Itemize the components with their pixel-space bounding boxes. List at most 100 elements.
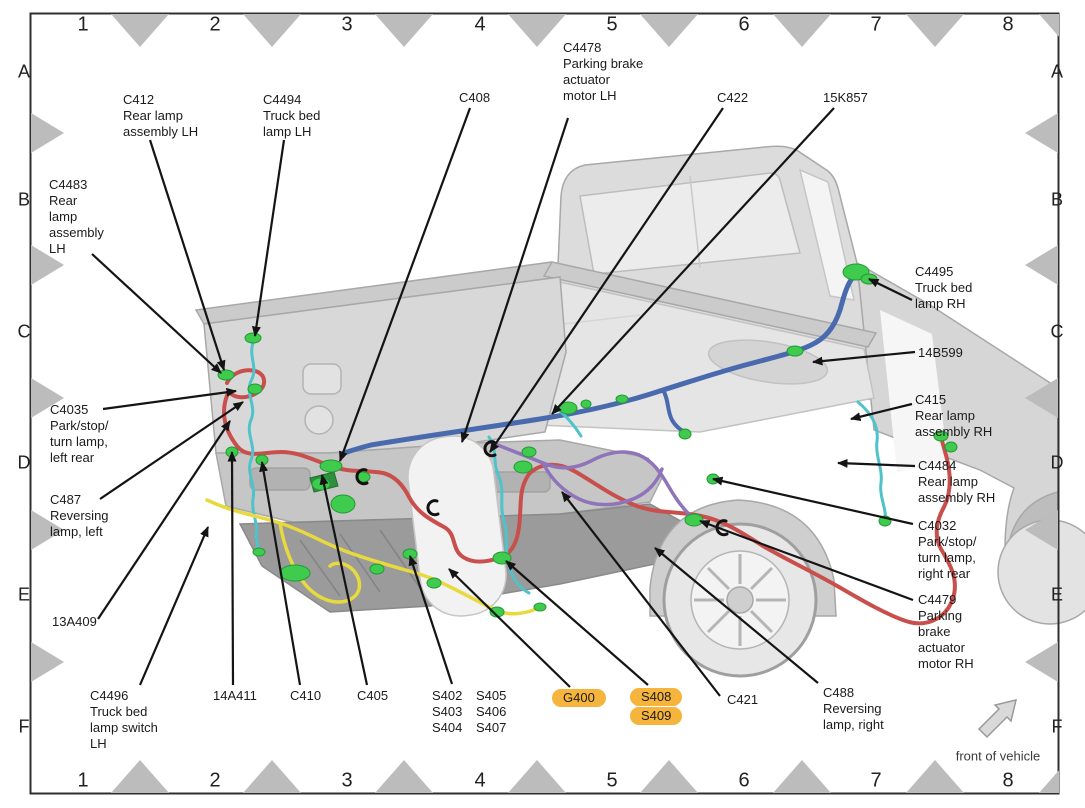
leader-arrow-C487 — [99, 401, 244, 500]
callout-C412-line-2: assembly LH — [123, 124, 199, 139]
callout-S408-409-line-1: S409 — [630, 707, 683, 725]
leader-arrow-13A409 — [97, 420, 231, 620]
grid-col-label-4-bottom: 4 — [474, 769, 486, 792]
grid-triangle — [1025, 113, 1058, 153]
grid-triangle — [640, 14, 698, 47]
callout-leader-lines — [91, 107, 916, 697]
callout-C412-line-1: Rear lamp — [123, 108, 183, 123]
green-connector — [513, 460, 533, 474]
grid-triangle — [243, 14, 301, 47]
callout-C4496-line-0: C4496 — [90, 688, 129, 703]
grid-triangle — [111, 14, 169, 47]
callout-13A409: 13A409 — [52, 614, 97, 630]
callout-C408: C408 — [459, 90, 490, 106]
grid-col-label-2-top: 2 — [209, 13, 221, 36]
grid-triangle — [243, 760, 301, 793]
grid-row-label-D-right: D — [1050, 452, 1064, 473]
callout-C4479-line-3: actuator — [918, 640, 965, 655]
callout-13A409-line-0: 13A409 — [52, 614, 97, 629]
callout-C487-line-1: Reversing — [50, 508, 109, 523]
grid-col-label-4-top: 4 — [474, 13, 486, 36]
green-connector — [217, 369, 235, 381]
green-connector — [252, 547, 266, 557]
callout-C4496-line-2: lamp switch — [90, 720, 158, 735]
green-connector — [944, 441, 958, 453]
callout-C415-line-0: C415 — [915, 392, 947, 407]
leader-arrow-C422 — [489, 107, 724, 453]
grid-triangle — [508, 760, 566, 793]
leader-arrow-C4495 — [868, 278, 913, 301]
grid-triangle — [508, 14, 566, 47]
grid-row-label-F-left: F — [18, 716, 30, 737]
grid-triangle — [1039, 14, 1059, 37]
green-connector — [369, 563, 385, 575]
callout-C410: C410 — [290, 688, 321, 704]
leader-arrow-C4483 — [91, 253, 222, 374]
callout-C410-line-0: C410 — [290, 688, 322, 703]
leader-arrow-C488 — [654, 547, 819, 684]
callout-C4496-line-3: LH — [90, 736, 107, 751]
green-connector — [247, 383, 263, 395]
callout-C4494-line-0: C4494 — [263, 92, 302, 107]
leader-arrow-C410 — [259, 461, 302, 686]
callout-C4483-line-4: LH — [49, 241, 66, 256]
grid-row-label-D-left: D — [17, 452, 31, 473]
leader-arrow-C405 — [319, 474, 369, 686]
leader-arrow-C4494 — [251, 139, 286, 337]
callout-15K857: 15K857 — [823, 90, 868, 106]
callout-C4478-line-1: Parking brake — [563, 56, 644, 71]
harness-clip — [426, 499, 440, 517]
front-of-vehicle-label: front of vehicle — [955, 748, 1041, 764]
green-connector — [311, 477, 331, 491]
grid-triangle — [906, 760, 964, 793]
leader-arrow-G400 — [448, 568, 571, 688]
leader-arrow-C421 — [561, 491, 721, 697]
callout-C4035-line-0: C4035 — [50, 402, 89, 417]
grid-triangle — [1025, 510, 1058, 550]
callout-G400-line-0: G400 — [552, 689, 606, 707]
grid-row-label-E-left: E — [17, 584, 31, 605]
grid-col-label-7-bottom: 7 — [870, 769, 882, 792]
wiring-harness — [205, 270, 957, 626]
grid-row-label-C-right: C — [1050, 321, 1064, 342]
callout-C4483-line-0: C4483 — [49, 177, 88, 192]
callout-C488-line-2: lamp, right — [823, 717, 884, 732]
green-connector — [244, 332, 262, 344]
green-connector — [330, 494, 356, 514]
grid-row-label-E-right: E — [1050, 584, 1064, 605]
callout-C421: C421 — [727, 692, 758, 708]
callout-C4479-line-2: brake — [918, 624, 951, 639]
callout-C4483-line-1: Rear — [49, 193, 78, 208]
callout-C405: C405 — [357, 688, 388, 704]
callout-C4035-line-3: left rear — [50, 450, 95, 465]
green-connector — [521, 446, 537, 458]
callout-C4495-line-2: lamp RH — [915, 296, 966, 311]
callout-C422-line-0: C422 — [717, 90, 749, 105]
green-connector — [279, 564, 311, 582]
callout-C4478-line-3: motor LH — [563, 88, 617, 103]
callout-C4494-line-2: lamp LH — [263, 124, 312, 139]
leader-arrow-15K857 — [551, 107, 835, 415]
grid-row-label-C-left: C — [17, 321, 31, 342]
callout-S405-407-line-2: S407 — [476, 720, 507, 735]
grid-triangle — [375, 14, 433, 47]
green-connector — [933, 430, 949, 442]
callout-14B599: 14B599 — [918, 345, 963, 361]
grid-col-label-1-top: 1 — [77, 13, 89, 36]
grid-col-label-3-bottom: 3 — [341, 769, 353, 792]
callout-S402-404-line-0: S402 — [432, 688, 463, 703]
leader-arrow-C412 — [148, 139, 226, 371]
harness-clip — [355, 468, 369, 486]
grid-triangle — [31, 378, 64, 418]
